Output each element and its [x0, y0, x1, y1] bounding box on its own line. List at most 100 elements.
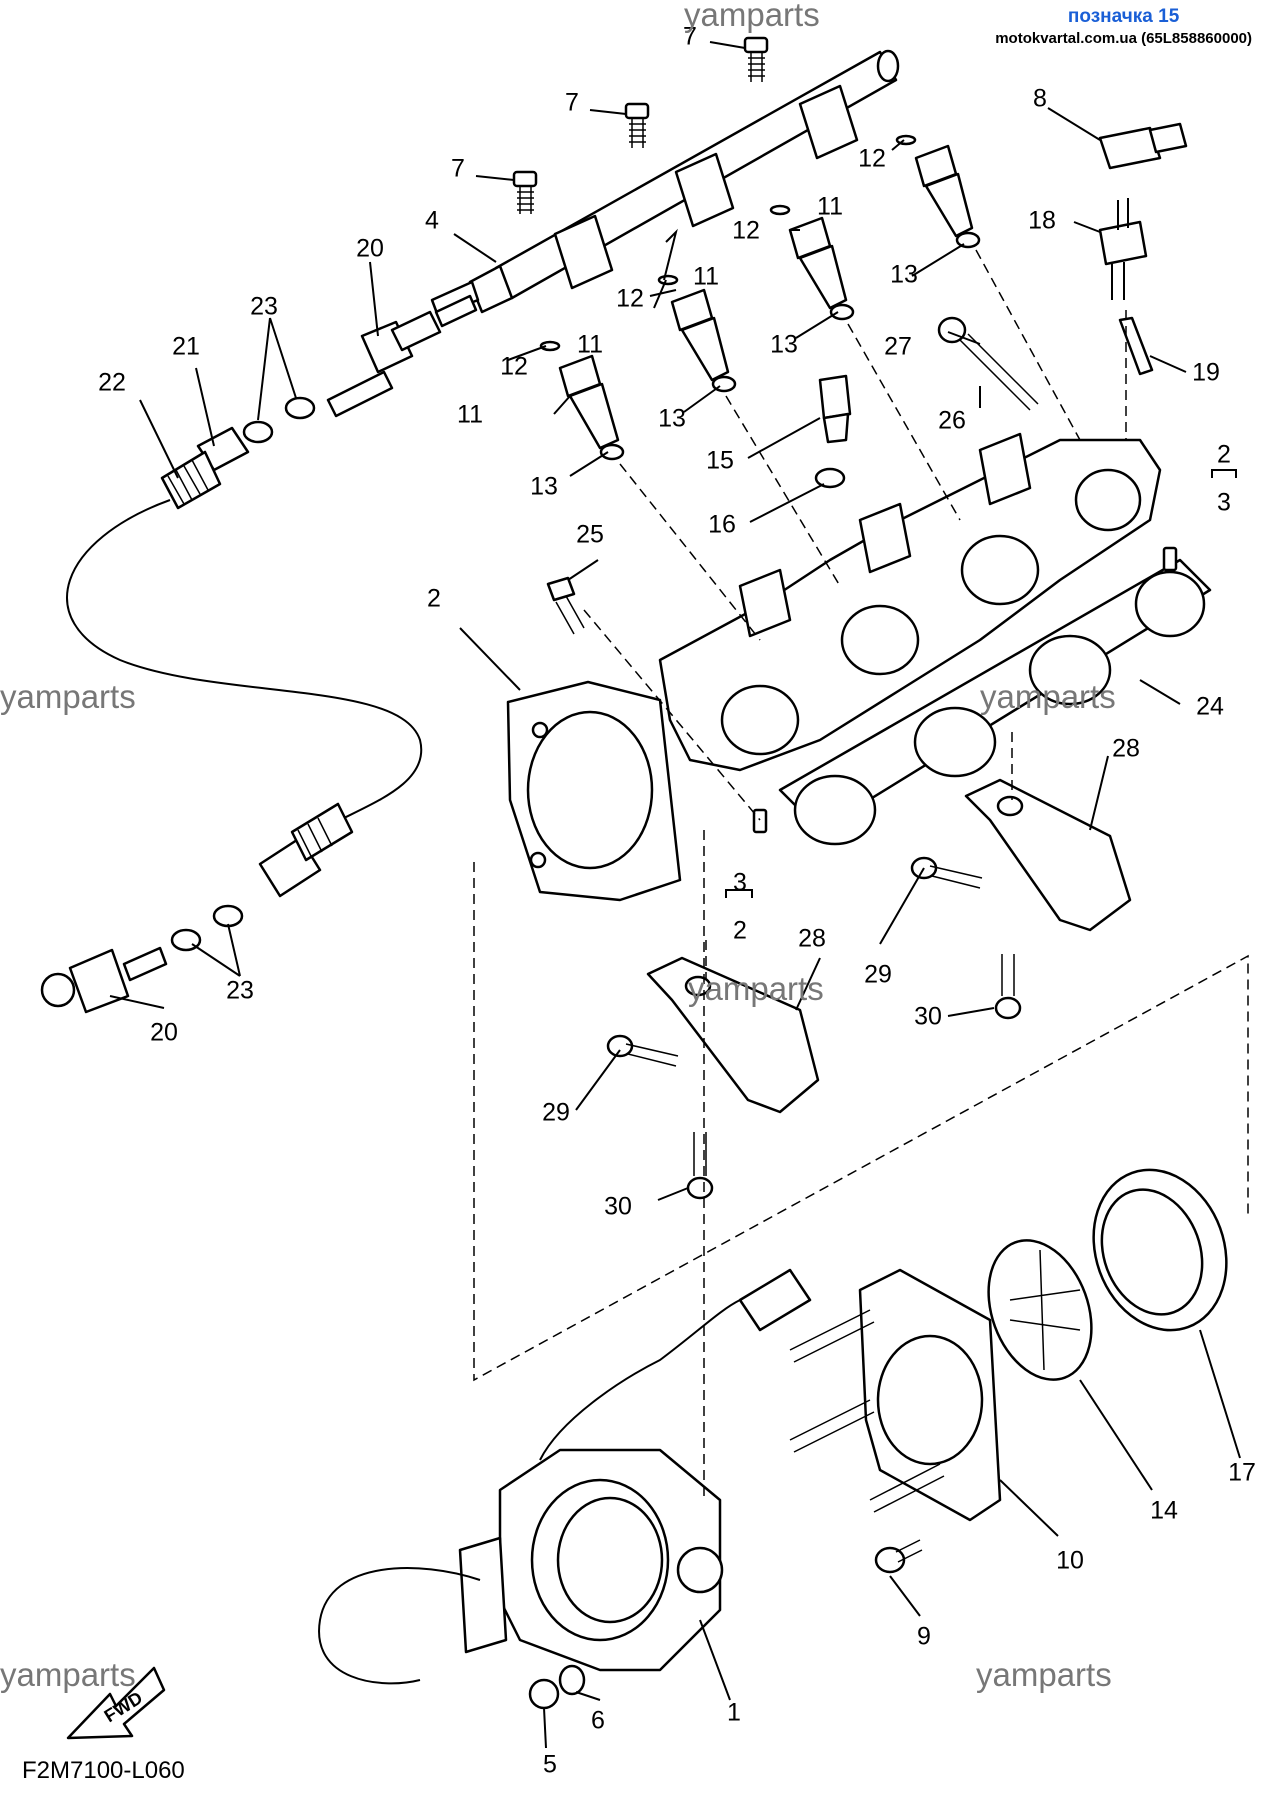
callout-14: 14 — [1150, 1497, 1178, 1525]
callout-5: 5 — [543, 1751, 557, 1779]
callout-28b: 28 — [798, 925, 826, 953]
callout-25: 25 — [576, 521, 604, 549]
intake-manifold[interactable] — [658, 432, 1162, 772]
fuel-injector[interactable] — [914, 144, 981, 249]
throttle-washer[interactable] — [558, 1664, 586, 1696]
throttle-nut[interactable] — [528, 1678, 560, 1710]
diagram-code: F2M7100-L060 — [22, 1757, 185, 1784]
callout-8: 8 — [1033, 85, 1047, 113]
watermark: yamparts — [980, 678, 1116, 715]
temperature-sensor[interactable] — [818, 374, 852, 444]
o-ring[interactable] — [539, 340, 561, 352]
intake-boot[interactable] — [1072, 1151, 1248, 1349]
bracket-bolt[interactable] — [606, 1034, 679, 1067]
rail-screw[interactable] — [743, 36, 769, 82]
callout-10: 10 — [1056, 1547, 1084, 1575]
callout-29a: 29 — [864, 961, 892, 989]
header-title: позначка 15 — [1067, 6, 1180, 27]
throttle-spacer[interactable] — [789, 1268, 1002, 1522]
callout-11c: 11 — [693, 263, 719, 291]
callout-11d: 11 — [817, 193, 843, 221]
leader-lines — [109, 41, 1241, 1749]
fuel-injector[interactable] — [558, 354, 625, 461]
watermark: yamparts — [688, 970, 824, 1007]
throttle-bolt[interactable] — [874, 1539, 923, 1574]
flame-arrester[interactable] — [970, 1226, 1109, 1394]
callout-26: 26 — [938, 407, 966, 435]
fuel-hose-connector[interactable] — [40, 946, 168, 1014]
o-ring[interactable] — [769, 204, 791, 216]
o-ring[interactable] — [657, 274, 679, 286]
watermark: yamparts — [976, 1656, 1112, 1693]
header-source: motokvartal.com.ua (65L858860000) — [995, 30, 1252, 47]
header-badge: позначка 15 motokvartal.com.ua (65L85886… — [995, 6, 1252, 47]
callout-24: 24 — [1196, 693, 1224, 721]
callout-4: 4 — [425, 207, 439, 235]
throttle-body[interactable] — [318, 1299, 741, 1685]
callout-11a: 11 — [457, 401, 483, 429]
callout-18: 18 — [1028, 207, 1056, 235]
manifold-bolt[interactable] — [546, 576, 585, 635]
callout-23a: 23 — [250, 293, 278, 321]
mounting-bracket[interactable] — [964, 778, 1132, 932]
pressure-sensor[interactable] — [1098, 122, 1188, 170]
vacuum-hose[interactable] — [1118, 310, 1154, 440]
callout-12b: 12 — [616, 285, 644, 313]
callout-13c: 13 — [770, 331, 798, 359]
sensor-washer[interactable] — [814, 467, 846, 489]
ref-marker — [725, 889, 753, 898]
fuel-injector[interactable] — [788, 216, 855, 321]
callout-2-ref-bottom: 2 — [733, 917, 747, 945]
fuel-hose[interactable] — [66, 426, 423, 821]
callout-16: 16 — [708, 511, 736, 539]
callout-7a: 7 — [683, 23, 697, 51]
throttle-adapter-plate[interactable] — [506, 680, 682, 902]
throttle-sensor-connector[interactable] — [738, 1268, 812, 1332]
callout-20a: 20 — [356, 235, 384, 263]
callout-21: 21 — [172, 333, 200, 361]
watermark: yamparts — [684, 0, 820, 33]
callout-1: 1 — [727, 1699, 741, 1727]
assembly-lines — [473, 249, 1249, 1500]
watermark: yamparts — [0, 678, 136, 715]
dowel-pin[interactable] — [1162, 546, 1178, 572]
rail-screw[interactable] — [512, 170, 538, 214]
callout-12d: 12 — [858, 145, 886, 173]
callout-3-ref-bottom: 3 — [733, 869, 747, 897]
callout-30a: 30 — [914, 1003, 942, 1031]
fuel-injector[interactable] — [670, 288, 737, 393]
sensor-fitting[interactable] — [1098, 198, 1148, 300]
callout-12c: 12 — [732, 217, 760, 245]
callout-3-ref-top: 3 — [1217, 489, 1231, 517]
callout-22: 22 — [98, 369, 126, 397]
callout-19: 19 — [1192, 359, 1220, 387]
callout-30b: 30 — [604, 1193, 632, 1221]
fuel-hose-connector[interactable] — [326, 294, 478, 418]
manifold-gasket[interactable] — [778, 558, 1212, 846]
callout-28a: 28 — [1112, 735, 1140, 763]
fuel-hose[interactable] — [258, 802, 354, 898]
callout-29b: 29 — [542, 1099, 570, 1127]
callout-7c: 7 — [451, 155, 465, 183]
callout-13a: 13 — [530, 473, 558, 501]
bracket-bolt[interactable] — [910, 856, 983, 889]
manifold-stud[interactable] — [959, 333, 1039, 411]
hose-clamp[interactable] — [242, 396, 316, 444]
callout-12a: 12 — [500, 353, 528, 381]
callout-13d: 13 — [890, 261, 918, 289]
watermarks: yamparts yamparts yamparts yamparts yamp… — [0, 0, 1116, 1693]
callout-numbers: 7 7 7 8 4 20 23 21 22 12 12 12 12 11 11 … — [98, 23, 1256, 1779]
manifold-nut[interactable] — [937, 316, 967, 344]
callout-7b: 7 — [565, 89, 579, 117]
bracket-screw[interactable] — [686, 1132, 714, 1200]
fuel-rail[interactable] — [430, 49, 900, 318]
watermark: yamparts — [0, 1656, 136, 1693]
callout-17: 17 — [1228, 1459, 1256, 1487]
callout-2-ref-top: 2 — [1217, 441, 1231, 469]
callout-9: 9 — [917, 1623, 931, 1651]
dowel-pin[interactable] — [752, 808, 768, 834]
bracket-screw[interactable] — [994, 954, 1022, 1020]
rail-screw[interactable] — [624, 102, 650, 148]
callout-2: 2 — [427, 585, 441, 613]
